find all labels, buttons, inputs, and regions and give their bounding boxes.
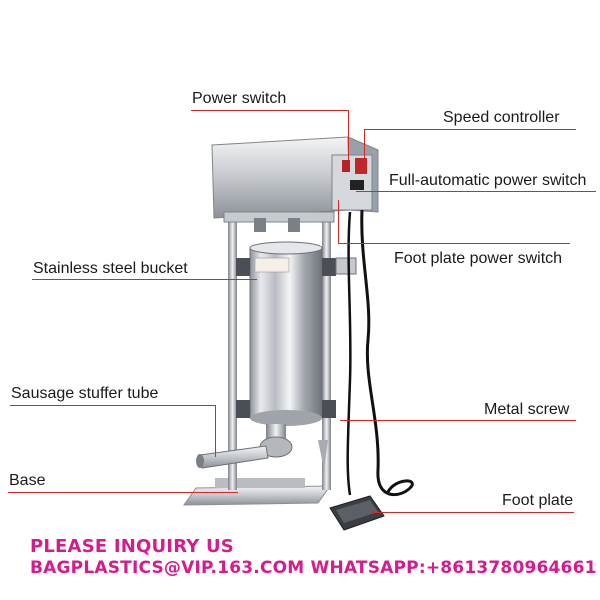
callout-line-foot-plate-switch-drop bbox=[338, 200, 339, 243]
power-switch-knob bbox=[342, 160, 350, 172]
callout-line-stuffer-tube bbox=[10, 405, 216, 406]
callout-line-metal-screw bbox=[340, 420, 576, 421]
label-speed-controller: Speed controller bbox=[443, 109, 560, 126]
power-cable bbox=[360, 209, 414, 496]
footer-contact: BAGPLASTICS@VIP.163.COM WHATSAPP:+861378… bbox=[30, 558, 597, 578]
callout-line-speed-controller-drop bbox=[364, 129, 365, 161]
label-foot-plate-switch: Foot plate power switch bbox=[394, 250, 563, 267]
label-stainless-bucket: Stainless steel bucket bbox=[33, 260, 188, 277]
label-stuffer-tube: Sausage stuffer tube bbox=[11, 385, 159, 402]
label-metal-screw: Metal screw bbox=[484, 401, 570, 418]
callout-line-power-switch bbox=[191, 110, 349, 111]
callout-line-foot-plate-switch bbox=[338, 243, 570, 244]
callout-line-bucket bbox=[32, 279, 257, 280]
base-plate bbox=[183, 485, 331, 506]
callout-line-base bbox=[8, 492, 238, 493]
footer-inquiry: PLEASE INQUIRY US bbox=[30, 536, 234, 557]
bucket bbox=[249, 247, 323, 419]
right-rod bbox=[322, 215, 331, 490]
left-rod bbox=[228, 215, 237, 490]
callout-line-full-auto bbox=[356, 191, 596, 192]
motor-housing bbox=[211, 136, 351, 219]
callout-line-speed-controller bbox=[364, 129, 576, 130]
label-full-auto-switch: Full-automatic power switch bbox=[389, 172, 587, 189]
callout-line-stuffer-tube-drop bbox=[215, 405, 216, 457]
label-base: Base bbox=[9, 472, 46, 489]
speed-knob bbox=[355, 158, 367, 174]
label-foot-plate: Foot plate bbox=[502, 492, 574, 509]
label-power-switch: Power switch bbox=[192, 90, 287, 107]
callout-line-foot-plate bbox=[372, 512, 574, 513]
callout-line-power-switch-drop bbox=[348, 110, 349, 160]
